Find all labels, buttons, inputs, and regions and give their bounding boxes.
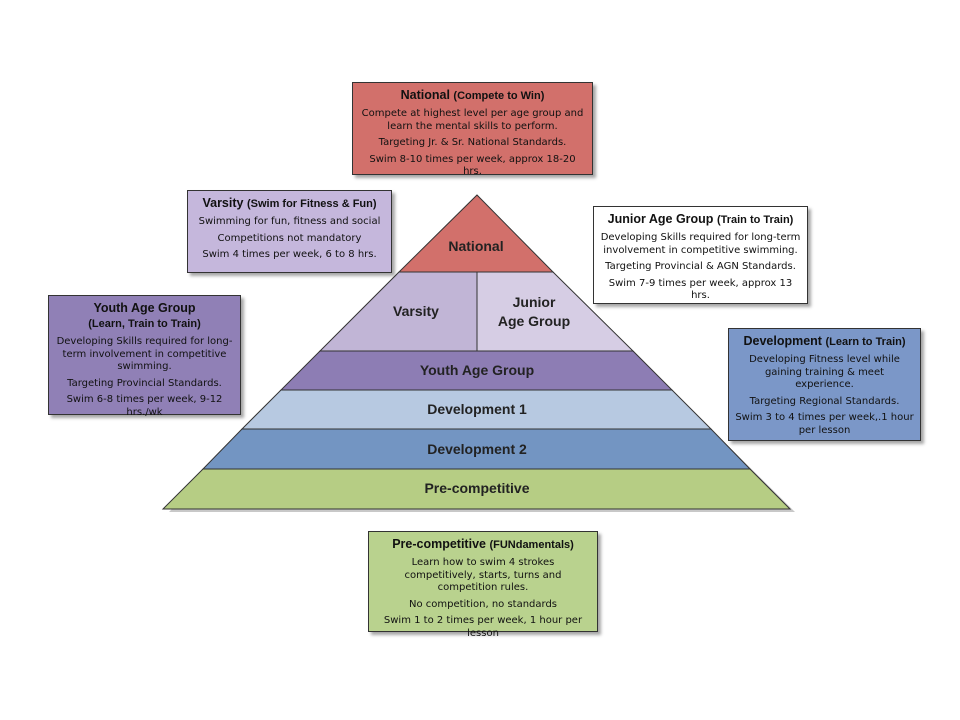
youth-subtitle-text: (Learn, Train to Train) (88, 318, 201, 330)
varsity-line: Competitions not mandatory (217, 232, 362, 244)
label-junior-line1: Junior (513, 294, 556, 310)
development-line: Targeting Regional Standards. (749, 395, 900, 407)
youth-line: Developing Skills required for long-term… (56, 336, 233, 373)
junior-line: Swim 7-9 times per week, approx 13 hrs. (608, 277, 793, 302)
youth-line: Targeting Provincial Standards. (67, 377, 222, 389)
label-national: National (448, 238, 503, 254)
label-junior-line2: Age Group (498, 313, 570, 329)
youth-title-text: Youth Age Group (93, 301, 196, 315)
national-line: Compete at highest level per age group a… (361, 108, 584, 132)
varsity-subtitle-text: (Swim for Fitness & Fun) (246, 198, 377, 210)
pre-competitive-line: No competition, no standards (408, 598, 558, 610)
varsity-line: Swimming for fun, fitness and social (198, 216, 381, 228)
development-subtitle-text: (Learn to Train) (825, 336, 906, 348)
national-subtitle-text: (Compete to Win) (453, 90, 545, 102)
pre-competitive-line: Swim 1 to 2 times per week, 1 hour per l… (383, 615, 583, 639)
junior-line: Targeting Provincial & AGN Standards. (605, 261, 796, 273)
pre-competitive-subtitle-text: (FUNdamentals) (489, 539, 574, 551)
tier-national (397, 194, 555, 273)
national-box-title: National (Compete to Win) (359, 88, 586, 103)
junior-line: Developing Skills required for long-term… (600, 232, 801, 256)
development-title-text: Development (743, 334, 822, 348)
national-line: Swim 8-10 times per week, approx 18-20 h… (369, 153, 576, 178)
label-development-1: Development 1 (427, 401, 527, 417)
pre-competitive-box-title: Pre-competitive (FUNdamentals) (375, 537, 591, 552)
youth-age-group-info-box: Youth Age Group (Learn, Train to Train) D… (48, 295, 241, 418)
pre-competitive-title-text: Pre-competitive (392, 537, 486, 551)
tier-pre-competitive (161, 468, 792, 510)
national-info-box: National (Compete to Win) Compete at hig… (352, 82, 593, 177)
junior-subtitle-text: (Train to Train) (716, 214, 794, 226)
label-pre-competitive: Pre-competitive (424, 480, 529, 496)
junior-age-group-info-box: Junior Age Group (Train to Train) Develo… (593, 206, 808, 304)
varsity-title-text: Varsity (202, 196, 244, 210)
development-line: Developing Fitness level while gaining t… (749, 354, 900, 391)
varsity-info-box: Varsity (Swim for Fitness & Fun) Swimmin… (187, 190, 392, 273)
junior-box-title: Junior Age Group (Train to Train) (600, 212, 801, 227)
youth-box-title: Youth Age Group (Learn, Train to Train) (55, 301, 234, 331)
youth-line: Swim 6-8 times per week, 9-12 hrs./wk (66, 394, 223, 418)
pre-competitive-line: Learn how to swim 4 strokes competitivel… (404, 557, 562, 594)
development-box-title: Development (Learn to Train) (735, 334, 914, 349)
development-info-box: Development (Learn to Train) Developing … (728, 328, 921, 441)
label-youth-age-group: Youth Age Group (420, 362, 534, 378)
national-title-text: National (400, 88, 450, 102)
pre-competitive-info-box: Pre-competitive (FUNdamentals) Learn how… (368, 531, 598, 639)
development-line: Swim 3 to 4 times per week,.1 hour per l… (735, 412, 914, 436)
national-line: Targeting Jr. & Sr. National Standards. (378, 137, 567, 149)
label-varsity: Varsity (393, 303, 439, 319)
junior-title-text: Junior Age Group (607, 212, 714, 226)
label-development-2: Development 2 (427, 441, 527, 457)
varsity-line: Swim 4 times per week, 6 to 8 hrs. (202, 249, 377, 261)
varsity-box-title: Varsity (Swim for Fitness & Fun) (194, 196, 385, 211)
